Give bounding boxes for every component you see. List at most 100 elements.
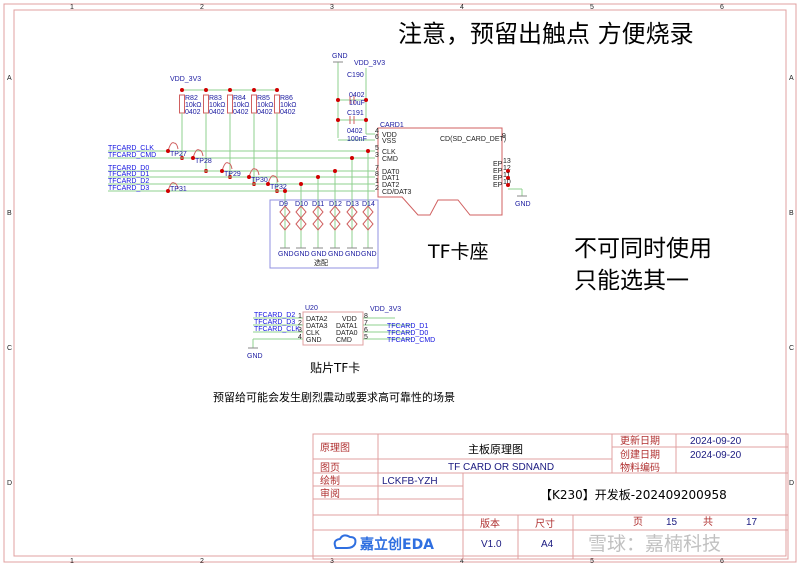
junction-dot — [366, 149, 370, 153]
border-row-D: D — [7, 480, 12, 487]
resistor-ref: R83 — [209, 95, 222, 102]
resistor-value: 10kΩ — [185, 102, 202, 109]
u20-pin-name: DATA1 — [336, 323, 358, 330]
junction-dot — [506, 169, 510, 173]
testpoint-tp28: TP28 — [195, 158, 212, 165]
junction-dot — [283, 189, 287, 193]
net-label-tfcard_cmd: TFCARD_CMD — [108, 152, 156, 159]
card1-ep-name: EP — [493, 161, 503, 168]
title-block: 原理图 主板原理图 更新日期 2024-09-20 创建日期 2024-09-2… — [312, 433, 789, 560]
card1-pin-name: CD/DAT3 — [382, 189, 412, 196]
resistor-value: 10kΩ — [209, 102, 226, 109]
junction-dot — [166, 149, 170, 153]
u20-pin-name: VDD — [342, 316, 357, 323]
c191-ref: C191 — [347, 110, 364, 117]
diode-ref: D9 — [279, 201, 288, 208]
card1-socket: CARD1 CD(SD_CARD_DET) 9 4VDD6VSS5CLK3CMD… — [375, 122, 531, 216]
border-col-3: 3 — [330, 4, 334, 11]
border-col-2: 2 — [200, 4, 204, 11]
card1-pin-name: VDD — [382, 132, 397, 139]
u20-net-label: TFCARD_D3 — [254, 319, 295, 326]
resistor-value: 10kΩ — [280, 102, 297, 109]
border-row-B: B — [7, 210, 12, 217]
junction-dot — [506, 183, 510, 187]
card1-pin-name: DAT0 — [382, 169, 399, 176]
u20-pin-num: 3 — [298, 327, 302, 334]
tb-create: 2024-09-20 — [690, 450, 742, 461]
diode-gnd-label: GND — [311, 251, 327, 258]
diode-gnd-label: GND — [361, 251, 377, 258]
tvs-diode-symbol — [346, 205, 358, 231]
tb-label-page: 图页 — [320, 462, 340, 474]
testpoint-symbol — [192, 149, 204, 159]
tb-label-size: 尺寸 — [535, 517, 555, 530]
card1-ep-num: 10 — [503, 179, 511, 186]
tb-schematic: 主板原理图 — [468, 442, 523, 456]
vdd-label-pullups: VDD_3V3 — [170, 76, 201, 83]
note-top: 注意，预留出触点 方便烧录 — [398, 20, 694, 48]
border-row-A: A — [7, 75, 12, 82]
diode-gnd-label: GND — [328, 251, 344, 258]
border-col-2: 2 — [200, 558, 204, 565]
border-col-1: 1 — [70, 558, 74, 565]
u20-pin-name: GND — [306, 337, 322, 344]
resistor-body — [274, 94, 280, 114]
junction-dot — [266, 182, 270, 186]
u20-pin-num: 5 — [364, 334, 368, 341]
tb-label-update: 更新日期 — [620, 434, 660, 447]
card1-pin-num: 3 — [375, 152, 379, 159]
border-row-C: C — [789, 345, 794, 352]
u20-pin-name: DATA3 — [306, 323, 328, 330]
note-tf-socket: TF卡座 — [427, 241, 489, 263]
tvs-diode-symbol — [312, 205, 324, 231]
c190-value: 10uF — [349, 100, 365, 107]
border-row-B: B — [789, 210, 794, 217]
junction-dot — [191, 156, 195, 160]
resistor-value: 10kΩ — [257, 102, 274, 109]
note-smd-tf: 贴片TF卡 — [310, 361, 360, 375]
junction-dot — [166, 189, 170, 193]
testpoint-tp27: TP27 — [170, 151, 187, 158]
junction-dot — [333, 169, 337, 173]
resistor-pkg: 0402 — [280, 109, 296, 116]
diode-ref: D10 — [295, 201, 308, 208]
resistor-pkg: 0402 — [257, 109, 273, 116]
card1-pin-num: 5 — [375, 145, 379, 152]
u20-net-label: TFCARD_D1 — [387, 323, 428, 330]
testpoint-tp31: TP31 — [170, 186, 187, 193]
tb-label-create: 创建日期 — [620, 448, 660, 461]
testpoint-symbol — [221, 162, 233, 172]
border-col-4: 4 — [460, 558, 464, 565]
card1-pin-num: 4 — [375, 128, 379, 135]
u20-pin-name: DATA2 — [306, 316, 328, 323]
junction-dot — [350, 156, 354, 160]
tb-page-name: TF CARD OR SDNAND — [448, 462, 554, 473]
c190-pkg: 0402 — [349, 92, 365, 99]
u20-net-label: TFCARD_CLK — [254, 326, 300, 333]
card1-pin-num: 6 — [375, 134, 379, 141]
card1-cd-pin-name: CD(SD_CARD_DET) — [440, 136, 506, 143]
diode-ref: D14 — [362, 201, 375, 208]
card1-pin-name: DAT1 — [382, 175, 399, 182]
testpoint-tp29: TP29 — [224, 171, 241, 178]
card1-ep-name: EP — [493, 182, 503, 189]
net-label-tfcard_clk: TFCARD_CLK — [108, 145, 154, 152]
u20-gnd-label: GND — [247, 353, 263, 360]
u20-pin-name: DATA0 — [336, 330, 358, 337]
tb-pg: 15 — [666, 517, 678, 528]
testpoint-symbol — [248, 168, 260, 178]
u20-pin-name: CMD — [336, 337, 352, 344]
net-label-tfcard_d3: TFCARD_D3 — [108, 185, 149, 192]
tb-label-part: 物料编码 — [620, 461, 660, 474]
u20-pin-num: 1 — [298, 313, 302, 320]
vdd-label-caps: VDD_3V3 — [354, 60, 385, 67]
border-col-4: 4 — [460, 4, 464, 11]
tb-label-version: 版本 — [480, 517, 500, 530]
junction-dot — [275, 88, 279, 92]
diode-gnd-label: GND — [294, 251, 310, 258]
tb-label-drawn: 绘制 — [320, 474, 340, 487]
diode-ref: D13 — [346, 201, 359, 208]
